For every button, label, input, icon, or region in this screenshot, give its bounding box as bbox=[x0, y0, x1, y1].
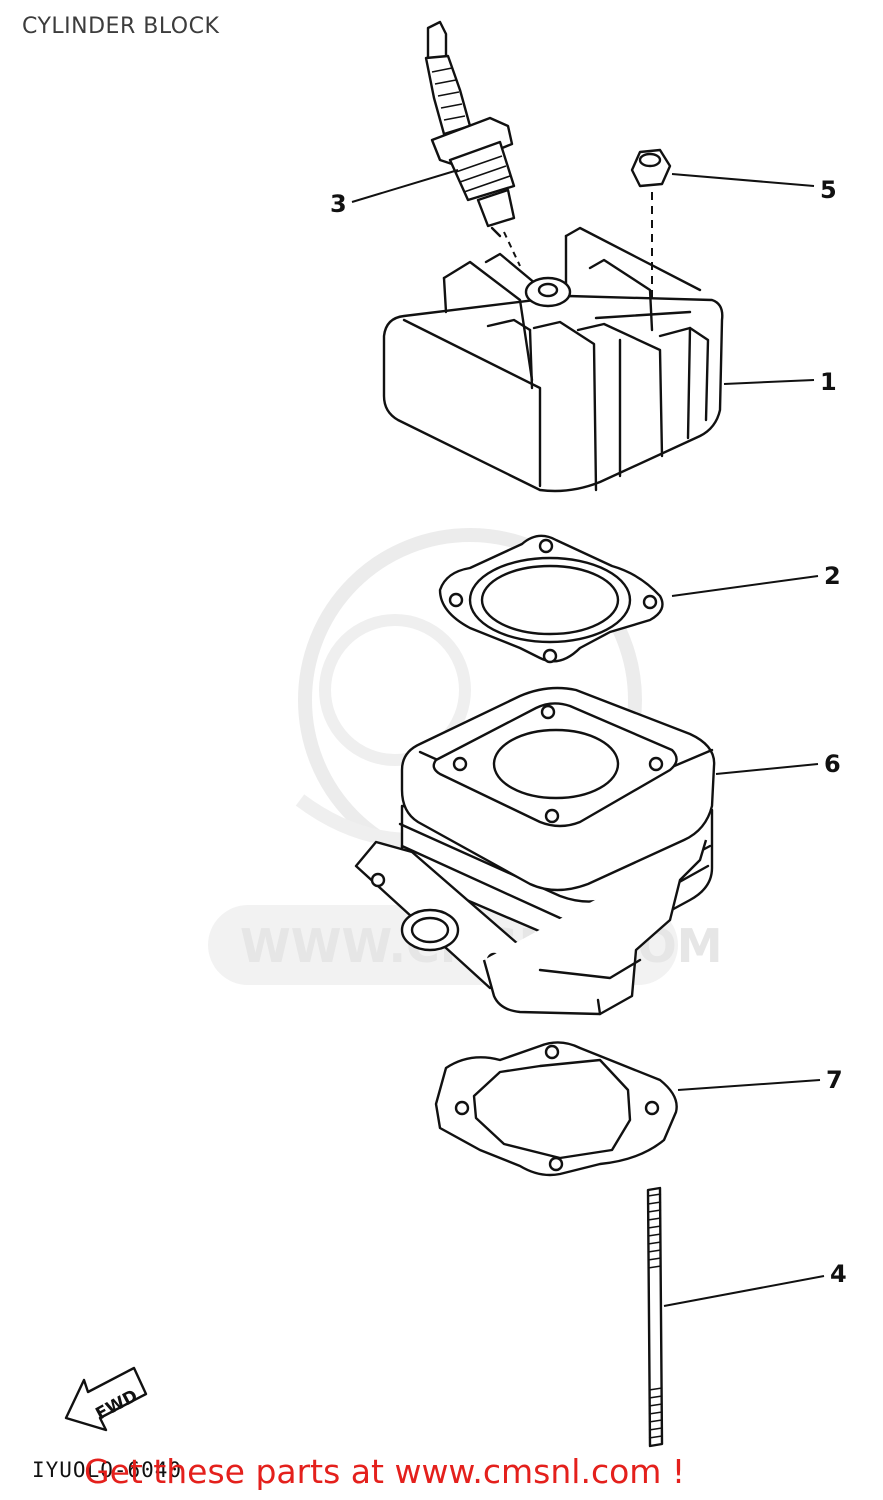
callout-1: 1 bbox=[723, 368, 837, 396]
spark-plug-part bbox=[424, 20, 516, 238]
callout-3: 3 bbox=[330, 169, 459, 218]
stud-bolt-part bbox=[646, 1186, 664, 1448]
svg-text:4: 4 bbox=[830, 1260, 847, 1288]
callout-7: 7 bbox=[677, 1066, 843, 1094]
cylinder-head-part bbox=[382, 226, 724, 493]
cylinder-head-gasket-part bbox=[438, 534, 664, 664]
cylinder-gasket-part bbox=[434, 1041, 678, 1177]
callout-6: 6 bbox=[715, 750, 841, 778]
svg-text:1: 1 bbox=[820, 368, 837, 396]
diagram-code: IYUOLO-6040 bbox=[32, 1458, 183, 1482]
fwd-arrow-icon: FWD bbox=[64, 1366, 148, 1432]
callout-4: 4 bbox=[663, 1260, 847, 1307]
page-title: CYLINDER BLOCK bbox=[22, 14, 220, 39]
svg-text:2: 2 bbox=[824, 562, 841, 590]
svg-text:3: 3 bbox=[330, 190, 347, 218]
svg-text:7: 7 bbox=[826, 1066, 843, 1094]
svg-text:5: 5 bbox=[820, 176, 837, 204]
callout-5: 5 bbox=[671, 173, 837, 204]
nut-part bbox=[630, 148, 672, 188]
promo-link[interactable]: Get these parts at www.cmsnl.com ! bbox=[84, 1452, 686, 1491]
cylinder-part bbox=[354, 686, 716, 1016]
svg-text:6: 6 bbox=[824, 750, 841, 778]
callout-2: 2 bbox=[671, 562, 841, 597]
